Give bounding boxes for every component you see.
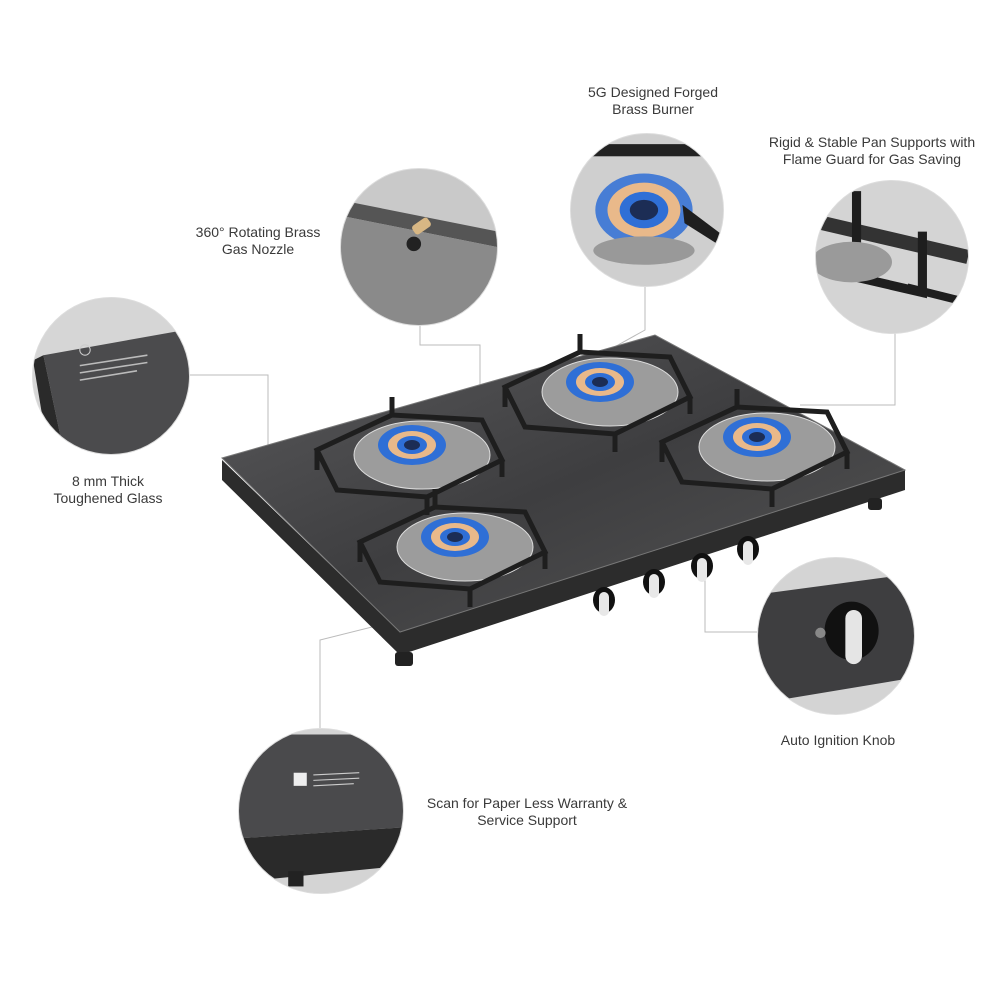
label-line: Rigid & Stable Pan Supports with [768,134,976,150]
pan-support-closeup [815,180,969,334]
burner-closeup [570,133,724,287]
burner [501,334,694,452]
warranty-qr-closeup [238,728,404,894]
label-line: Service Support [477,812,577,828]
auto-ignition-knob-closeup [757,557,915,715]
label-line: Toughened Glass [53,490,163,506]
control-knob[interactable] [593,587,615,616]
label-line: 5G Designed Forged [588,84,718,100]
label-line: Scan for Paper Less Warranty & [426,795,628,811]
control-knob[interactable] [643,569,665,598]
stove-foot [395,652,413,666]
label-line: Flame Guard for Gas Saving [782,151,962,167]
control-knob[interactable] [737,536,759,565]
burner [356,489,549,607]
brass-nozzle-icon [412,217,431,235]
label-line: Brass Burner [612,101,694,117]
glass-callout-label: 8 mm Thick Toughened Glass [54,473,163,507]
pan-support-callout-label: Rigid & Stable Pan Supports with Flame G… [769,134,975,168]
control-knob[interactable] [691,553,713,582]
stove-foot [868,498,882,510]
burner [658,389,851,507]
label-line: 8 mm Thick [71,473,145,489]
label-line: Gas Nozzle [221,241,295,257]
burner-callout-label: 5G Designed Forged Brass Burner [588,84,718,118]
burner [313,397,506,515]
label-line: 360° Rotating Brass [195,224,321,240]
gas-nozzle-closeup [340,168,498,326]
knob-callout-label: Auto Ignition Knob [781,732,895,749]
qr-code-icon [293,772,307,786]
toughened-glass-closeup [32,297,190,455]
warranty-callout-label: Scan for Paper Less Warranty & Service S… [427,795,627,829]
nozzle-callout-label: 360° Rotating Brass Gas Nozzle [196,224,321,258]
label-line: Auto Ignition Knob [780,732,896,748]
